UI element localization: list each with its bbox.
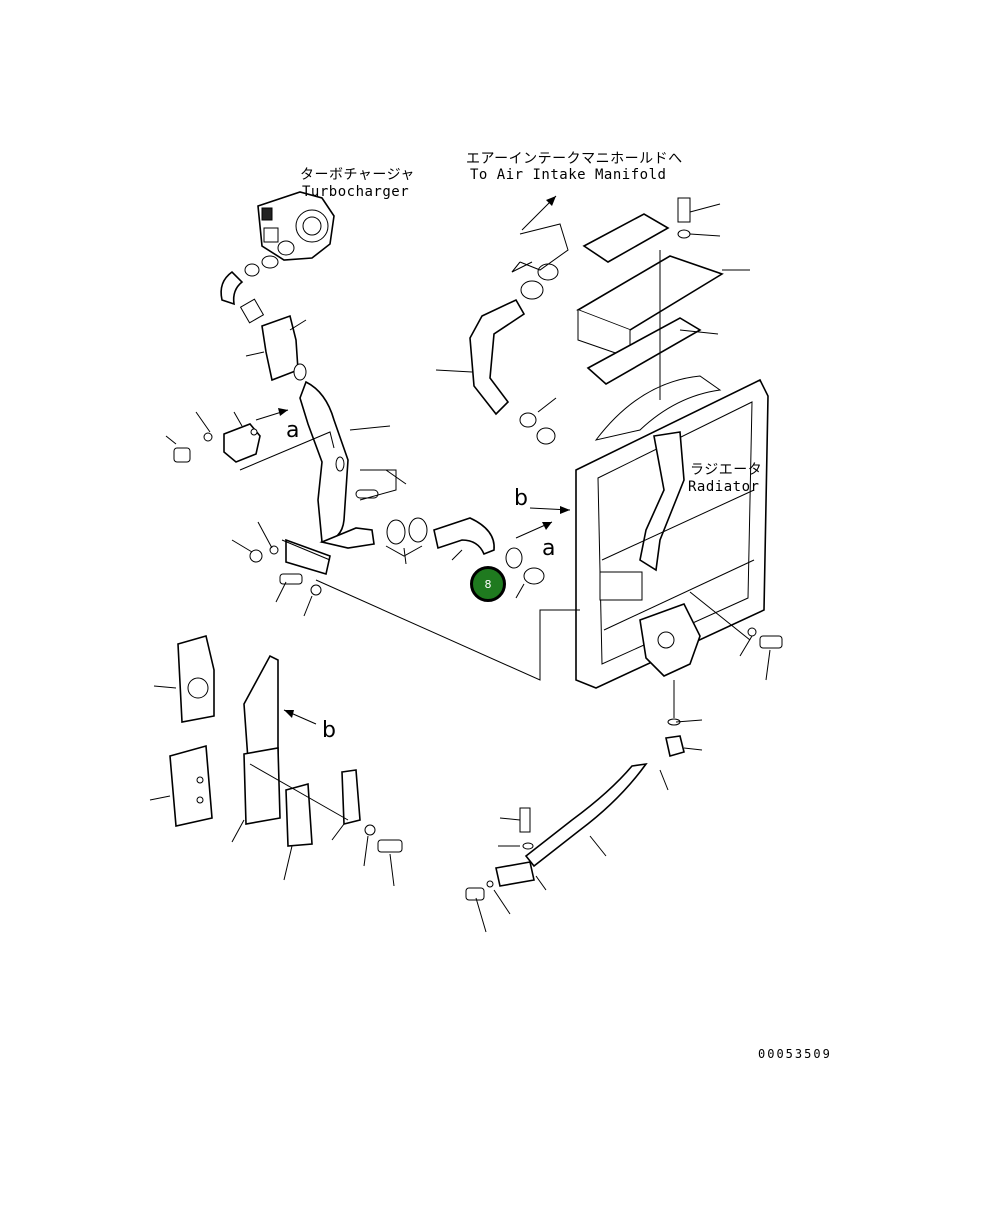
hose-clamps (386, 517, 545, 585)
callout-marker-label: 8 (484, 577, 492, 591)
turbocharger-label-en: Turbocharger (302, 184, 410, 200)
seal-blocks (169, 635, 403, 853)
radiator-label-en: Radiator (688, 479, 760, 495)
left-bracket (173, 423, 261, 463)
callout-marker[interactable]: 8 (470, 566, 506, 602)
reference-letter-b-bottom: b (322, 718, 336, 743)
reference-letter-a-left: a (286, 418, 300, 443)
grille-plates (576, 197, 724, 385)
intake-hose (469, 263, 559, 445)
drain-hose (465, 718, 685, 901)
radiator-label-jp: ラジエータ (690, 462, 763, 478)
turbocharger-label-jp: ターボチャージャ (300, 167, 415, 183)
radiator-core (575, 375, 783, 689)
manifold-label-en: To Air Intake Manifold (470, 167, 667, 183)
reference-arrows (255, 195, 571, 725)
turbocharger-part (244, 191, 335, 277)
manifold-label-jp: エアーインテークマニホールドへ (466, 151, 683, 167)
turbo-outlet-piping (220, 270, 379, 549)
lower-left-hardware (249, 538, 331, 596)
reference-letter-a-right: a (542, 536, 556, 561)
reference-letter-b-top: b (514, 486, 528, 511)
leader-lines (149, 203, 771, 933)
drawing-number: 00053509 (758, 1047, 832, 1061)
